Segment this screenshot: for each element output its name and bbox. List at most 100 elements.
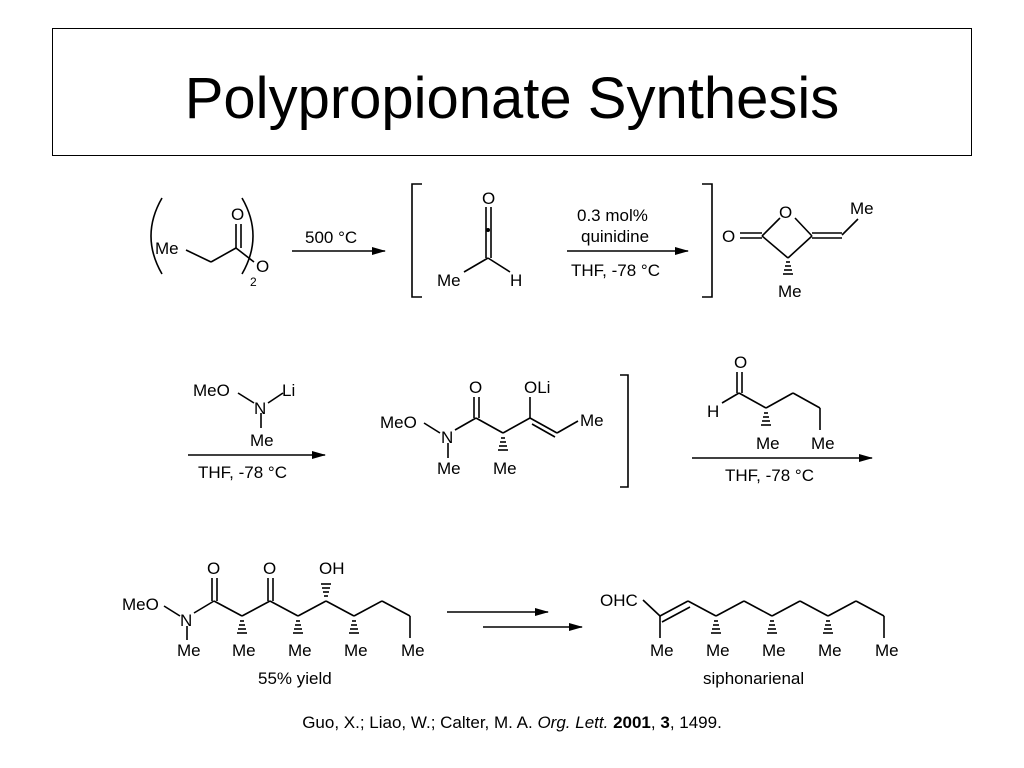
meo-label: MeO bbox=[122, 595, 159, 614]
ohc-label: OHC bbox=[600, 591, 638, 610]
citation-year: 2001 bbox=[613, 713, 651, 732]
lactone-alpha-me-label: Me bbox=[778, 282, 802, 301]
double-bond bbox=[531, 423, 556, 438]
hashed-wedge bbox=[767, 620, 777, 634]
hashed-wedge bbox=[321, 583, 331, 597]
chiral-aldehyde: O H Me Me bbox=[707, 353, 835, 453]
bond bbox=[213, 600, 243, 617]
hashed-wedge bbox=[783, 261, 793, 275]
bond bbox=[381, 600, 411, 617]
bond bbox=[792, 392, 821, 409]
bracket-left bbox=[411, 183, 422, 298]
bond bbox=[210, 247, 237, 263]
bond bbox=[765, 392, 794, 409]
methylketene-intermediate: O Me H bbox=[411, 183, 713, 298]
bond bbox=[721, 392, 740, 404]
aldol-product: MeO N Me O O OH Me Me Me Me 55% yield bbox=[122, 559, 425, 688]
bond bbox=[771, 600, 801, 617]
ring-bond bbox=[787, 235, 813, 259]
hashed-wedge bbox=[711, 620, 721, 634]
arrow-3: THF, -78 °C bbox=[188, 451, 326, 482]
oh-label: OH bbox=[319, 559, 345, 578]
bond bbox=[463, 257, 489, 273]
citation-separator: , bbox=[650, 713, 661, 732]
n-me-label: Me bbox=[177, 641, 201, 660]
bond bbox=[454, 417, 477, 431]
bond bbox=[475, 417, 504, 434]
propionic-anhydride: Me O O 2 bbox=[150, 197, 269, 289]
bond bbox=[487, 257, 511, 273]
title-box: Polypropionate Synthesis bbox=[52, 28, 972, 156]
me-label: Me bbox=[250, 431, 274, 450]
bond bbox=[827, 600, 857, 617]
hashed-wedge bbox=[349, 620, 359, 634]
ketene-o-label: O bbox=[482, 189, 495, 208]
double-bond bbox=[529, 417, 558, 434]
bracket-right bbox=[702, 183, 713, 298]
bond bbox=[743, 600, 773, 617]
lithium-weinreb-reagent: MeO N Li Me bbox=[193, 381, 295, 450]
left-paren bbox=[150, 197, 163, 275]
bond bbox=[715, 600, 745, 617]
meo-label: MeO bbox=[193, 381, 230, 400]
hashed-wedge bbox=[761, 412, 771, 426]
bond bbox=[193, 600, 215, 614]
bond bbox=[267, 392, 284, 404]
arrow-1: 500 °C bbox=[292, 228, 386, 255]
hashed-wedge bbox=[498, 437, 508, 451]
ketene-carbon-dot bbox=[486, 228, 490, 232]
ring-bond bbox=[761, 217, 781, 237]
bond bbox=[855, 600, 885, 617]
carbonyl-o-label: O bbox=[469, 378, 482, 397]
n-label: N bbox=[254, 399, 266, 418]
n-label: N bbox=[441, 428, 453, 447]
product-caption: 55% yield bbox=[258, 669, 332, 688]
citation-authors: Guo, X.; Liao, W.; Calter, M. A. bbox=[302, 713, 538, 732]
li-label: Li bbox=[282, 381, 295, 400]
bond bbox=[237, 392, 255, 404]
arrow-4-condition-below: THF, -78 °C bbox=[725, 466, 814, 485]
bond bbox=[738, 392, 767, 409]
citation-journal: Org. Lett. bbox=[537, 713, 609, 732]
meo-label: MeO bbox=[380, 413, 417, 432]
bond bbox=[841, 218, 859, 236]
bond bbox=[799, 600, 829, 617]
bracket-right bbox=[620, 374, 629, 488]
me3-label: Me bbox=[762, 641, 786, 660]
me2-label: Me bbox=[288, 641, 312, 660]
ring-bond bbox=[794, 217, 813, 237]
me3-label: Me bbox=[344, 641, 368, 660]
bond bbox=[235, 247, 255, 263]
bond bbox=[297, 600, 327, 617]
lactone-vinyl-me-label: Me bbox=[850, 199, 874, 218]
citation-volume: 3 bbox=[660, 713, 670, 732]
subscript-2: 2 bbox=[250, 275, 257, 289]
arrow-3-condition-below: THF, -78 °C bbox=[198, 463, 287, 482]
aldehyde-o-label: O bbox=[734, 353, 747, 372]
bond bbox=[353, 600, 383, 617]
ketene-me-label: Me bbox=[437, 271, 461, 290]
vinyl-me-label: Me bbox=[580, 411, 604, 430]
me-end-label: Me bbox=[875, 641, 899, 660]
bond bbox=[185, 249, 212, 263]
carbonyl-o-label: O bbox=[231, 205, 244, 224]
alpha-me-label: Me bbox=[756, 434, 780, 453]
o2-label: O bbox=[263, 559, 276, 578]
o1-label: O bbox=[207, 559, 220, 578]
arrow-4: THF, -78 °C bbox=[692, 454, 873, 485]
right-paren bbox=[241, 197, 254, 275]
hashed-wedge bbox=[237, 620, 247, 634]
slide-title: Polypropionate Synthesis bbox=[184, 66, 840, 131]
bond bbox=[502, 417, 531, 434]
arrow-2-condition-below: THF, -78 °C bbox=[571, 261, 660, 280]
siphonarienal: OHC Me Me Me Me Me siphonarienal bbox=[600, 591, 899, 688]
me4-label: Me bbox=[818, 641, 842, 660]
citation-pages: , 1499. bbox=[669, 713, 722, 732]
bond bbox=[423, 422, 441, 434]
alpha-me-label: Me bbox=[493, 459, 517, 478]
multistep-arrow bbox=[447, 608, 583, 631]
chain-me-label: Me bbox=[811, 434, 835, 453]
bond bbox=[556, 420, 579, 434]
me-label: Me bbox=[155, 239, 179, 258]
